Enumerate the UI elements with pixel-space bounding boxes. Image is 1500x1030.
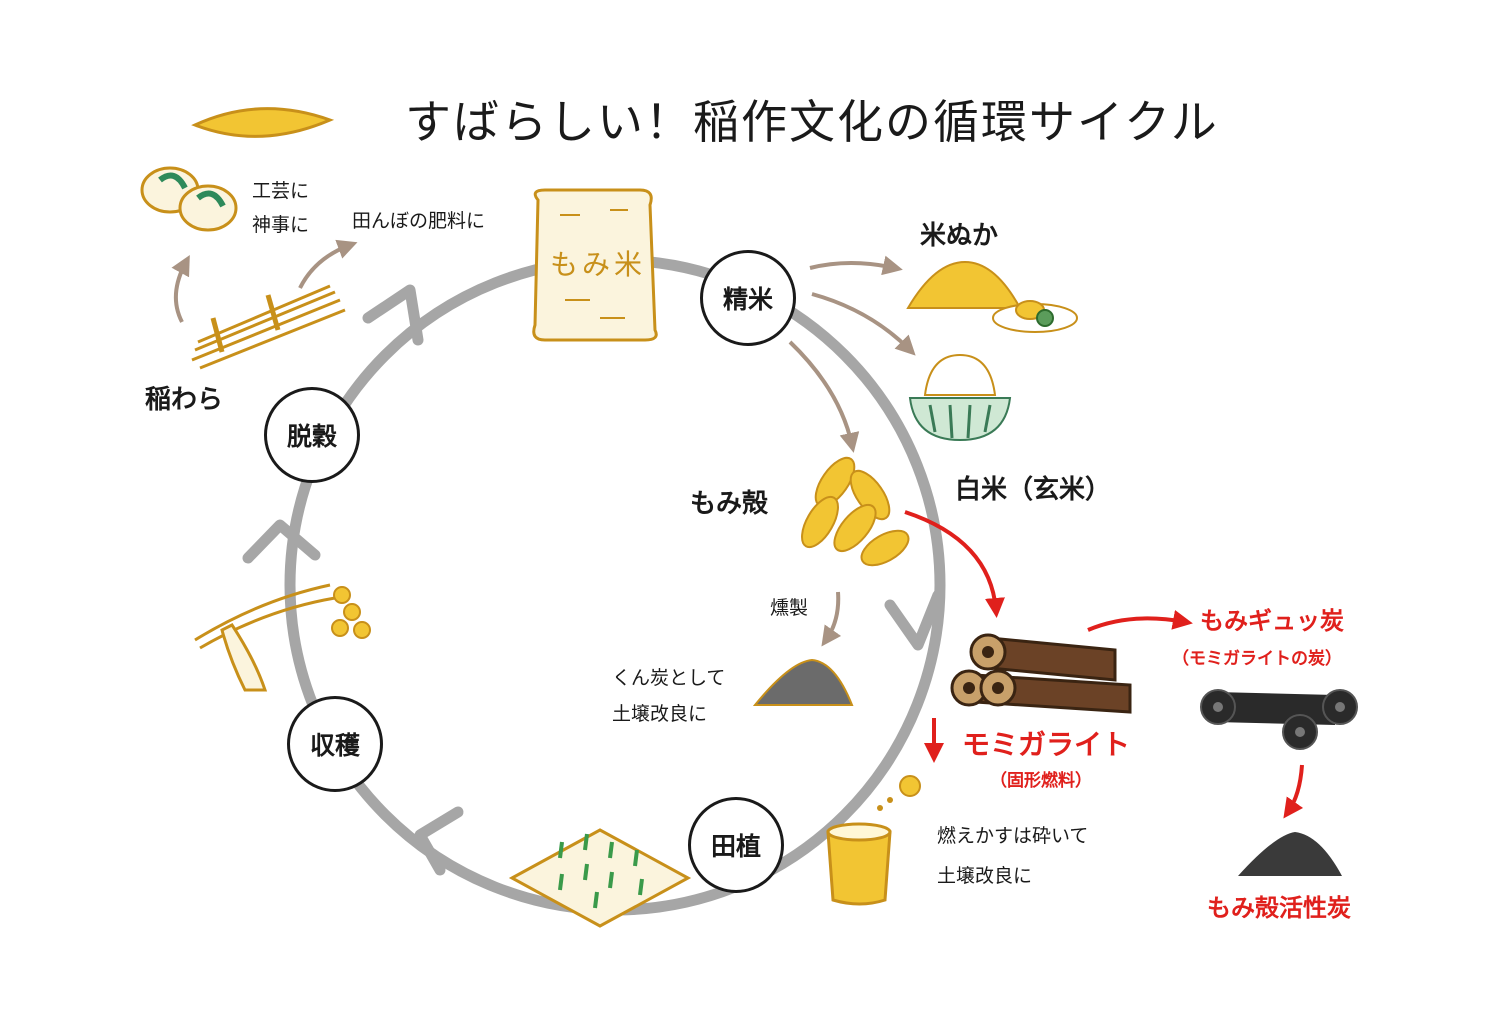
label-kunsei: 燻製 bbox=[770, 597, 809, 619]
arrow-to-gyutan bbox=[1087, 610, 1193, 632]
bucket-illustration bbox=[826, 775, 921, 906]
rice-paddy-illustration bbox=[508, 828, 692, 928]
label-momigarite: モミガライト bbox=[962, 728, 1131, 761]
rice-husks-illustration bbox=[801, 456, 910, 567]
stage-taue: 田植 bbox=[688, 797, 784, 893]
rice-bag-label: もみ米 bbox=[550, 248, 647, 281]
label-kuntan-line1: くん炭として bbox=[612, 667, 726, 689]
arrow-to-kasseitan bbox=[1283, 764, 1304, 819]
cycle-chevron-right bbox=[884, 589, 944, 651]
arrow-to-hakumai bbox=[811, 292, 916, 356]
arrow-to-kuntan bbox=[821, 591, 842, 647]
momigarite-logs-illustration bbox=[950, 633, 1132, 714]
cycle-chevron-bottom bbox=[414, 806, 464, 876]
label-shinji: 神事に bbox=[252, 214, 310, 236]
arrow-to-momigara bbox=[788, 340, 860, 453]
label-komenuka: 米ぬか bbox=[920, 221, 999, 251]
arrow-to-hiryou bbox=[298, 239, 358, 289]
label-gyutan-sub: （モミガライトの炭） bbox=[1172, 649, 1342, 669]
label-moegasu-line1: 燃えかすは砕いて bbox=[937, 825, 1089, 847]
stage-seimai: 精米 bbox=[700, 250, 796, 346]
craft-items-illustration bbox=[140, 107, 335, 232]
rice-bag-illustration bbox=[532, 188, 658, 342]
label-kougei: 工芸に bbox=[252, 180, 310, 202]
label-kuntan-line2: 土壌改良に bbox=[612, 703, 708, 725]
label-moegasu-line2: 土壌改良に bbox=[937, 865, 1033, 887]
cycle-chevron-top bbox=[362, 284, 424, 346]
rice-bran-illustration bbox=[906, 260, 1078, 333]
gyutan-charcoal-illustration bbox=[1200, 689, 1358, 750]
stage-dakkoku: 脱穀 bbox=[264, 387, 360, 483]
label-momigarite-sub: （固形燃料） bbox=[990, 771, 1092, 791]
label-kasseitan: もみ殻活性炭 bbox=[1207, 894, 1351, 922]
arrow-to-momigarite bbox=[904, 510, 1005, 618]
straw-bundle-illustration bbox=[191, 284, 346, 370]
label-hakumai: 白米（玄米） bbox=[955, 475, 1112, 505]
arrow-to-komenuka bbox=[809, 255, 903, 276]
stage-shukaku: 収穫 bbox=[287, 696, 383, 792]
cycle-ring bbox=[284, 254, 946, 916]
label-hiryou: 田んぼの肥料に bbox=[352, 210, 486, 232]
page-title: すばらしい！稲作文化の循環サイクル bbox=[405, 95, 1219, 149]
arrow-to-kougei bbox=[171, 254, 190, 323]
harvest-illustration bbox=[194, 583, 371, 692]
kuntan-mound-illustration bbox=[752, 658, 854, 706]
cycle-chevron-left bbox=[242, 519, 321, 564]
kasseitan-mound-illustration bbox=[1238, 832, 1342, 876]
rice-bowl-illustration bbox=[908, 353, 1012, 442]
label-inawara: 稲わら bbox=[145, 385, 224, 415]
label-gyutan: もみギュッ炭 bbox=[1200, 607, 1344, 635]
label-momigara: もみ殻 bbox=[690, 489, 769, 519]
